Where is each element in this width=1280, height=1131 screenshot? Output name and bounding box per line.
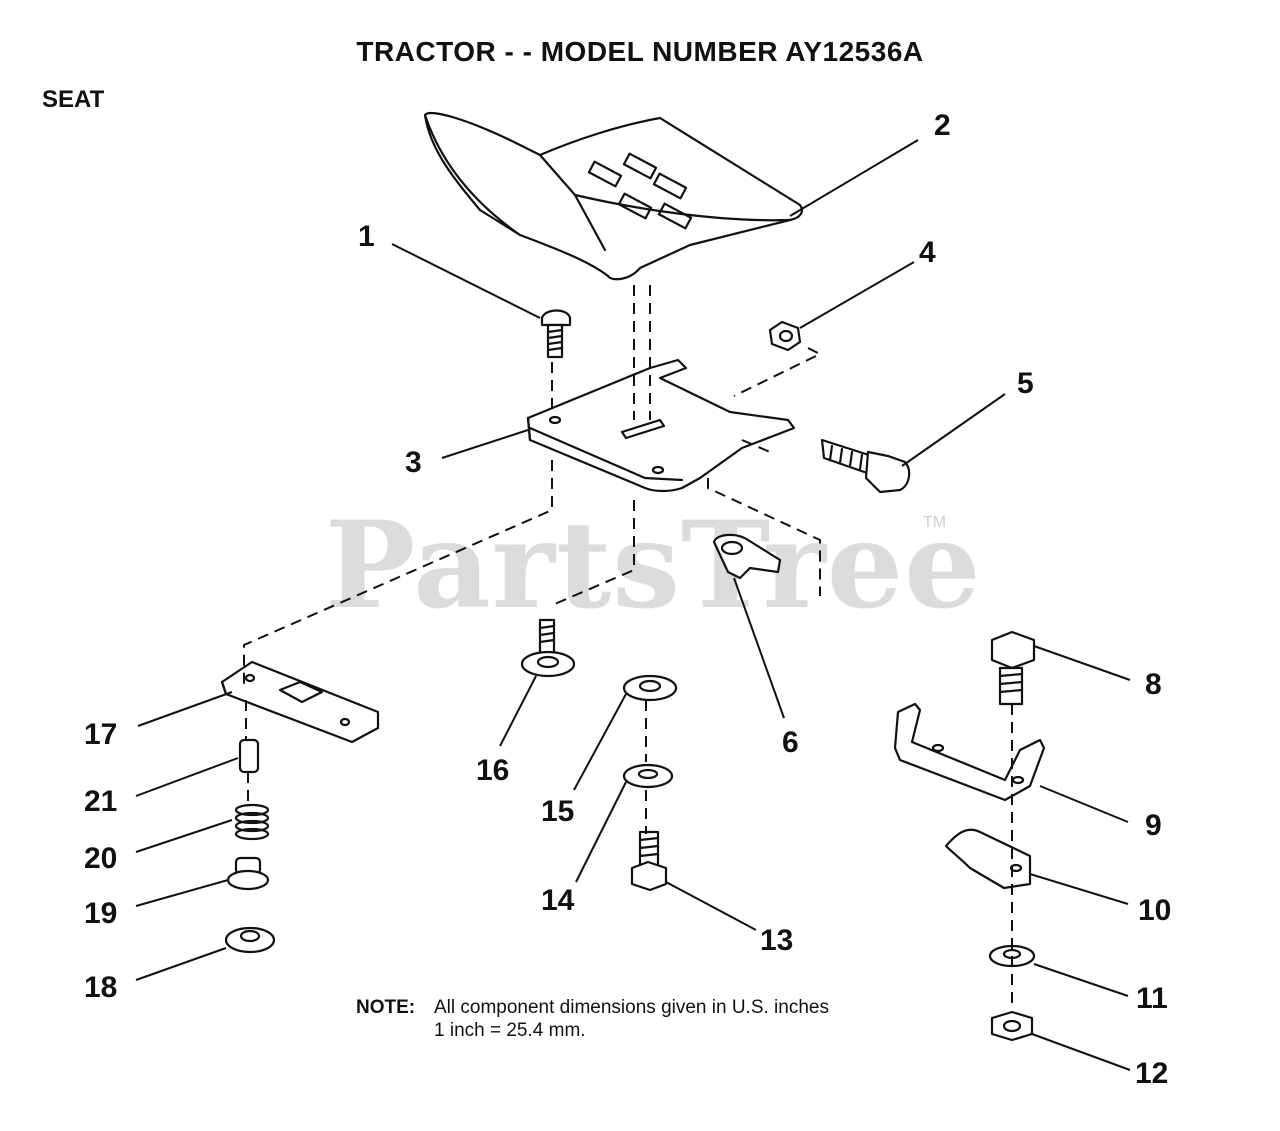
callout-3: 3	[405, 446, 422, 479]
callout-18: 18	[84, 971, 118, 1004]
washer-part-15	[622, 674, 678, 702]
note-label: NOTE:	[356, 997, 416, 1018]
washer-part-14	[622, 763, 674, 789]
clip-part-6	[712, 533, 782, 580]
bolt-part-16	[520, 618, 576, 678]
seat-part-2	[423, 111, 804, 281]
callout-6: 6	[782, 726, 799, 759]
trademark-mark: TM	[923, 514, 947, 531]
note-line-1: All component dimensions given in U.S. i…	[434, 997, 829, 1018]
seat-bracket-part-3	[526, 358, 796, 493]
dimensions-note: NOTE: All component dimensions given in U…	[356, 996, 829, 1042]
partstree-watermark: PartsTree	[325, 495, 982, 636]
hex-bolt-part-13	[630, 830, 668, 892]
callout-4: 4	[919, 236, 936, 269]
callout-13: 13	[760, 924, 794, 957]
callout-19: 19	[84, 897, 118, 930]
diagram-title: TRACTOR - - MODEL NUMBER AY12536A	[356, 36, 924, 67]
callout-11: 11	[1136, 982, 1168, 1015]
section-label: SEAT	[42, 86, 105, 113]
spring-part-20	[234, 803, 270, 841]
nut-part-4	[768, 320, 802, 352]
callout-12: 12	[1135, 1057, 1169, 1090]
flange-nut-part-18	[224, 926, 276, 954]
pin-part-21	[238, 738, 260, 774]
carriage-bolt-part-1	[540, 309, 572, 359]
callout-2: 2	[934, 109, 951, 142]
plate-part-10	[944, 828, 1032, 890]
note-line-2: 1 inch = 25.4 mm.	[434, 1020, 586, 1041]
callout-17: 17	[84, 718, 118, 751]
callout-9: 9	[1145, 809, 1162, 842]
callout-20: 20	[84, 842, 118, 875]
hex-bolt-part-8	[990, 630, 1036, 706]
callout-16: 16	[476, 754, 510, 787]
shoulder-bolt-part-5	[820, 438, 911, 494]
callout-14: 14	[541, 884, 575, 917]
callout-8: 8	[1145, 668, 1162, 701]
callout-10: 10	[1138, 894, 1172, 927]
callout-5: 5	[1017, 367, 1034, 400]
cap-nut-part-19	[226, 856, 270, 891]
callout-1: 1	[358, 220, 375, 253]
callout-15: 15	[541, 795, 575, 828]
lock-nut-part-12	[990, 1010, 1034, 1042]
bracket-part-9	[893, 702, 1046, 802]
callout-21: 21	[84, 785, 118, 818]
